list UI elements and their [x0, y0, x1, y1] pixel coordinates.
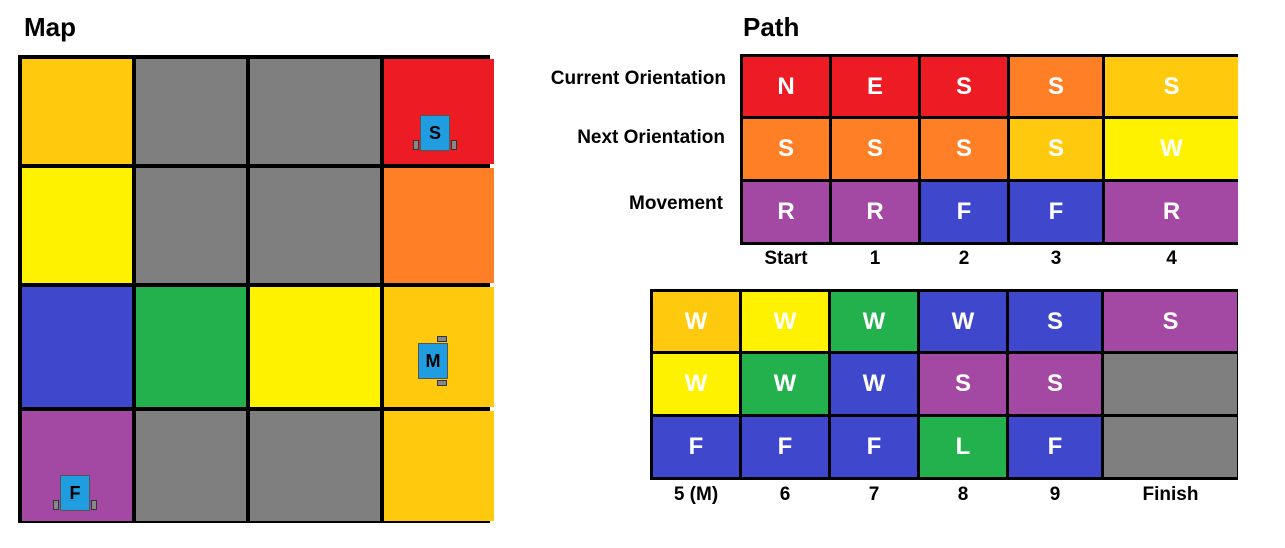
table1-step-label-2: 2 — [958, 248, 970, 269]
table1-movement-cell-4: R — [1105, 182, 1238, 242]
table2-next-cell-3: S — [920, 354, 1006, 414]
map-cell-r1-c1 — [136, 168, 246, 283]
row-label-movement: Movement — [629, 193, 723, 214]
table2-step-label-3: 8 — [957, 484, 969, 505]
table1-next-cell-1: S — [832, 119, 918, 179]
table2-movement-cell-1: F — [742, 417, 828, 477]
map-cell-r0-c3: S — [384, 59, 494, 164]
table2-current-cell-4: S — [1009, 292, 1101, 351]
robot-marker-m: M — [418, 336, 448, 386]
table1-step-label-1: 1 — [869, 248, 881, 269]
map-cell-r3-c2 — [250, 411, 380, 521]
table1-next-cell-3: S — [1010, 119, 1102, 179]
map-cell-r3-c0: F — [22, 411, 132, 521]
table1-next-cell-4: W — [1105, 119, 1238, 179]
robot-marker-s: S — [413, 115, 457, 151]
map-cell-r1-c3 — [384, 168, 494, 283]
map-cell-r2-c0 — [22, 287, 132, 407]
robot-marker-f: F — [53, 475, 97, 511]
table2-next-cell-4: S — [1009, 354, 1101, 414]
table1-current-cell-3: S — [1010, 57, 1102, 116]
table2-movement-cell-4: F — [1009, 417, 1101, 477]
table1-current-cell-1: E — [832, 57, 918, 116]
map-cell-r2-c2 — [250, 287, 380, 407]
table1-current-cell-2: S — [921, 57, 1007, 116]
table2-next-cell-2: W — [831, 354, 917, 414]
row-label-next-orientation: Next Orientation — [577, 127, 725, 148]
table1-movement-cell-0: R — [743, 182, 829, 242]
map-cell-r0-c2 — [250, 59, 380, 164]
map-cell-r3-c3 — [384, 411, 494, 521]
table2-movement-cell-5 — [1104, 417, 1237, 477]
row-label-current-orientation: Current Orientation — [550, 68, 726, 89]
map-cell-r1-c2 — [250, 168, 380, 283]
table1-current-cell-4: S — [1105, 57, 1238, 116]
table2-step-label-0: 5 (M) — [673, 484, 719, 505]
table1-step-label-0: Start — [764, 248, 808, 269]
table1-step-label-4: 4 — [1166, 248, 1177, 269]
path-title: Path — [743, 12, 800, 42]
table2-movement-cell-3: L — [920, 417, 1006, 477]
table2-step-label-2: 7 — [868, 484, 880, 505]
table1-movement-cell-3: F — [1010, 182, 1102, 242]
map-cell-r0-c1 — [136, 59, 246, 164]
table2-current-cell-1: W — [742, 292, 828, 351]
table2-current-cell-2: W — [831, 292, 917, 351]
table2-next-cell-1: W — [742, 354, 828, 414]
table1-next-cell-0: S — [743, 119, 829, 179]
map-cell-r1-c0 — [22, 168, 132, 283]
table1-movement-cell-1: R — [832, 182, 918, 242]
map-cell-r3-c1 — [136, 411, 246, 521]
table2-step-label-4: 9 — [1049, 484, 1061, 505]
table1-current-cell-0: N — [743, 57, 829, 116]
table2-next-cell-5 — [1104, 354, 1237, 414]
table2-current-cell-5: S — [1104, 292, 1237, 351]
table2-step-label-1: 6 — [779, 484, 791, 505]
table2-movement-cell-0: F — [653, 417, 739, 477]
map-cell-r2-c1 — [136, 287, 246, 407]
table2-current-cell-0: W — [653, 292, 739, 351]
map-grid: S M F — [18, 55, 494, 523]
table1-movement-cell-2: F — [921, 182, 1007, 242]
table2-next-cell-0: W — [653, 354, 739, 414]
table2-movement-cell-2: F — [831, 417, 917, 477]
map-title: Map — [24, 12, 76, 42]
table1-step-label-3: 3 — [1050, 248, 1062, 269]
table2-current-cell-3: W — [920, 292, 1006, 351]
map-cell-r0-c0 — [22, 59, 132, 164]
table1-next-cell-2: S — [921, 119, 1007, 179]
map-cell-r2-c3: M — [384, 287, 494, 407]
table2-step-label-5: Finish — [1142, 484, 1199, 505]
